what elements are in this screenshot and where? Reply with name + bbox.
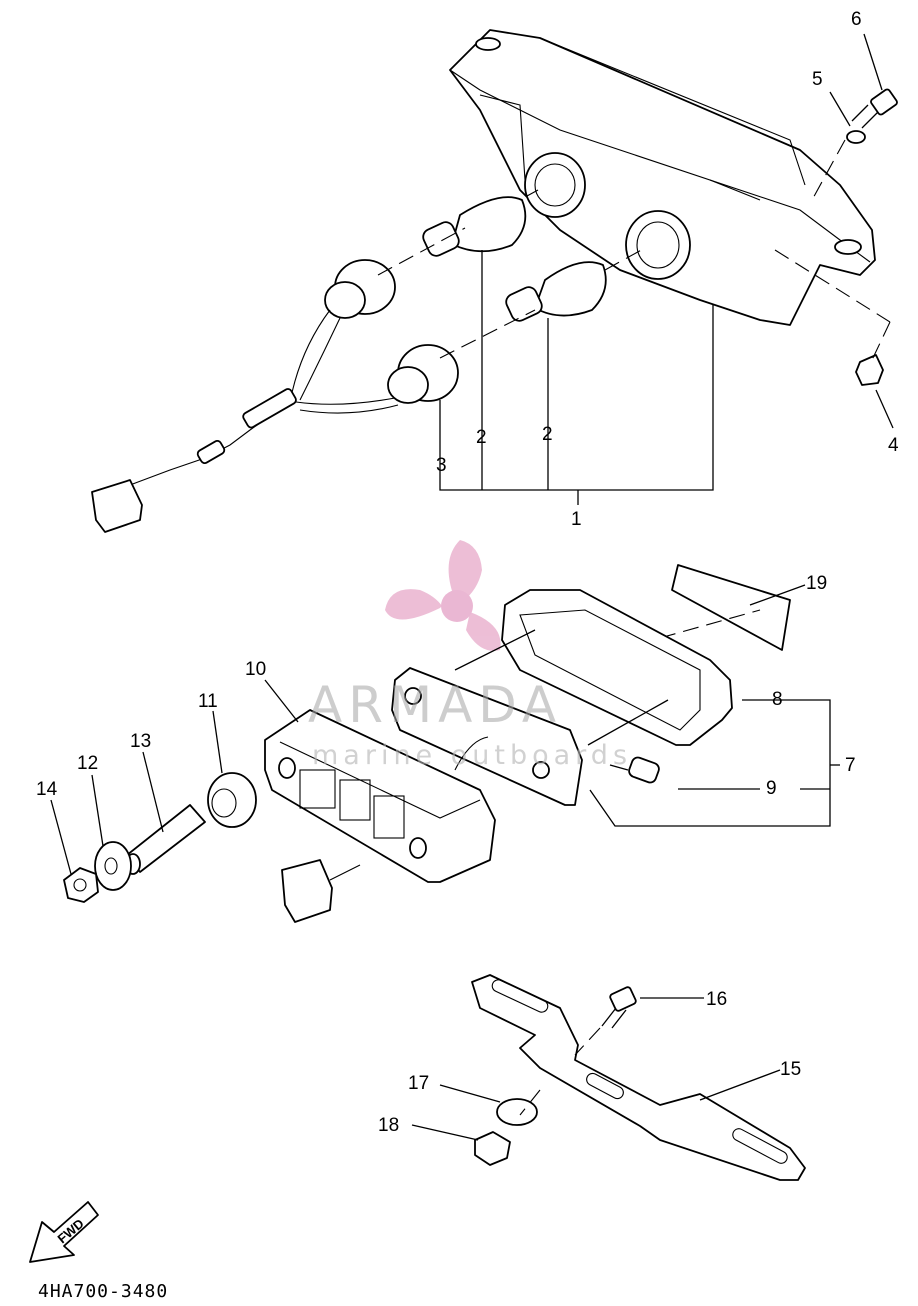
nut-14	[63, 867, 99, 903]
washer-5	[846, 130, 866, 144]
callout-15: 15	[780, 1059, 802, 1080]
callout-17: 17	[408, 1073, 430, 1094]
bolt-16	[601, 986, 637, 1029]
callout-6: 6	[851, 9, 862, 30]
callout-10: 10	[245, 659, 267, 680]
diagram-code: 4HA700-3480	[38, 1281, 169, 1302]
bulb-lower	[505, 261, 607, 322]
watermark-tagline: marine outboards	[312, 740, 633, 771]
callout-13: 13	[130, 731, 152, 752]
callout-8: 8	[772, 689, 783, 710]
bulb-9	[609, 756, 660, 784]
light-housing-10	[264, 709, 496, 883]
grommet-11	[207, 772, 257, 828]
callout-14: 14	[36, 779, 58, 800]
collar-13	[125, 804, 206, 875]
callout-4: 4	[888, 435, 899, 456]
forward-direction-icon: FWD	[29, 1201, 99, 1263]
callout-9: 9	[766, 778, 777, 799]
washer-12	[94, 841, 132, 891]
callout-19: 19	[806, 573, 828, 594]
screw-6	[851, 88, 898, 129]
callout-11: 11	[198, 691, 218, 712]
bulb-upper	[422, 196, 527, 257]
callout-18: 18	[378, 1115, 400, 1136]
callout-2-upper: 2	[476, 427, 487, 448]
socket-harness	[91, 259, 459, 533]
watermark-logo	[385, 540, 501, 651]
tail-light-housing	[449, 29, 876, 326]
connector-plug	[281, 859, 361, 923]
callout-2-lower: 2	[542, 424, 553, 445]
bracket-15	[471, 974, 806, 1181]
license-light-lens-19	[671, 564, 791, 651]
nut-4	[855, 354, 884, 386]
callout-16: 16	[706, 989, 728, 1010]
callout-1: 1	[571, 509, 582, 530]
light-cover-8	[454, 589, 733, 746]
nut-18	[474, 1131, 511, 1166]
callout-12: 12	[77, 753, 99, 774]
washer-17	[496, 1098, 538, 1126]
callout-7: 7	[845, 755, 856, 776]
callout-3: 3	[436, 455, 447, 476]
watermark-brand: ARMADA	[308, 676, 563, 734]
light-base-plate	[391, 667, 583, 806]
callout-5: 5	[812, 69, 823, 90]
